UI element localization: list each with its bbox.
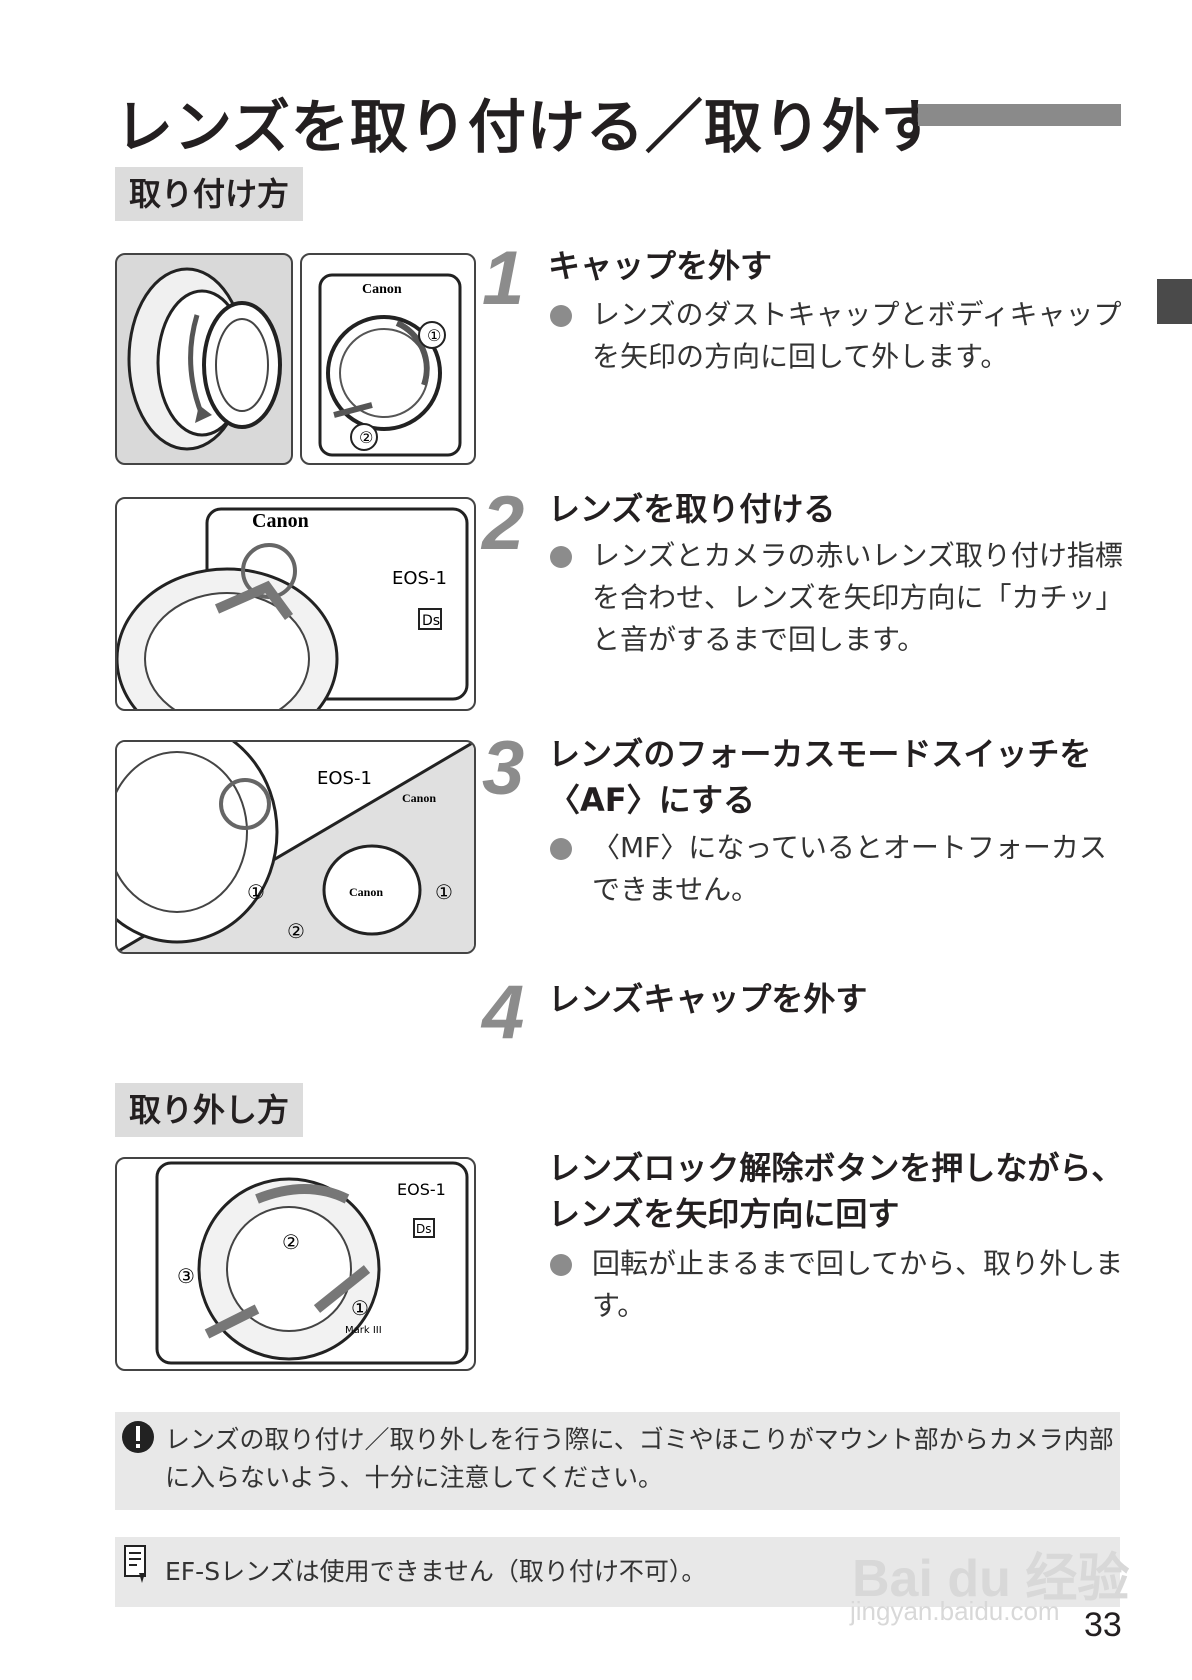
- step-1-heading: キャップを外す: [548, 247, 773, 285]
- mark-label: Mark III: [345, 1325, 382, 1336]
- brand-label: Canon: [252, 510, 309, 532]
- step-4-number: 4: [482, 970, 525, 1055]
- section-attach-label: 取り付け方: [115, 167, 304, 221]
- brand-label: Canon: [362, 282, 402, 297]
- section-detach-label: 取り外し方: [115, 1083, 304, 1137]
- model-label: EOS-1: [392, 568, 447, 589]
- callout-2: ②: [359, 428, 373, 447]
- brand-label: Canon: [402, 791, 436, 805]
- step-4-heading: レンズキャップを外す: [548, 980, 868, 1018]
- focus-mode-switch-illustration: EOS-1 Canon Canon ① ① ②: [115, 740, 476, 954]
- bullet-dot: [550, 546, 572, 568]
- baidu-watermark-url: jingyan.baidu.com: [850, 1596, 1060, 1626]
- caution-icon: [122, 1421, 154, 1453]
- model-label: EOS-1: [317, 768, 372, 789]
- memo-text: EF-Sレンズは使用できません（取り付け不可）。: [165, 1557, 707, 1586]
- title-decoration-bar: [918, 104, 1121, 126]
- step-3-bullet: 〈MF〉になっているとオートフォーカスできません。: [548, 827, 1130, 911]
- lens-mount-drawing: Canon EOS-1 Ds: [117, 507, 469, 709]
- callout-3: ③: [177, 1264, 195, 1288]
- callout-1: ①: [351, 1296, 369, 1320]
- detach-bullet: 回転が止まるまで回してから、取り外します。: [548, 1243, 1130, 1327]
- lens-cap-brand: Canon: [349, 885, 383, 899]
- lens-dust-cap-illustration: [115, 253, 293, 465]
- detach-heading: レンズロック解除ボタンを押しながら、レンズを矢印方向に回す: [548, 1149, 1124, 1233]
- memo-icon: [124, 1545, 146, 1583]
- baidu-watermark-logo: Bai du 经验: [852, 1550, 1130, 1608]
- lens-mount-illustration: Canon EOS-1 Ds: [115, 497, 476, 711]
- lens-cap-drawing: [127, 267, 282, 451]
- callout-1: ①: [427, 326, 441, 345]
- callout-1-right: ①: [435, 880, 453, 904]
- badge-label: Ds: [416, 1222, 432, 1236]
- lens-detach-drawing: EOS-1 Ds ② ① ③ Mark III: [155, 1161, 469, 1365]
- callout-2: ②: [282, 1230, 300, 1254]
- lens-detach-illustration: EOS-1 Ds ② ① ③ Mark III: [115, 1157, 476, 1371]
- callout-1: ①: [247, 880, 265, 904]
- caution-note: レンズの取り付け／取り外しを行う際に、ゴミやほこりがマウント部からカメラ内部に入…: [115, 1412, 1120, 1510]
- body-cap-illustration: Canon ① ②: [300, 253, 476, 465]
- bullet-dot: [550, 1254, 572, 1276]
- badge-label: Ds: [422, 613, 440, 629]
- step-2-heading: レンズを取り付ける: [548, 490, 836, 528]
- callout-2: ②: [287, 919, 305, 943]
- bullet-dot: [550, 305, 572, 327]
- step-1-number: 1: [482, 236, 525, 321]
- bullet-dot: [550, 838, 572, 860]
- caution-text: レンズの取り付け／取り外しを行う際に、ゴミやほこりがマウント部からカメラ内部に入…: [165, 1425, 1114, 1492]
- chapter-edge-tab: [1157, 279, 1192, 324]
- model-label: EOS-1: [397, 1180, 446, 1199]
- step-3-number: 3: [482, 726, 525, 811]
- page-number: 33: [1084, 1606, 1122, 1644]
- step-2-bullet: レンズとカメラの赤いレンズ取り付け指標を合わせ、レンズを矢印方向に「カチッ」と音…: [548, 535, 1130, 661]
- step-3-heading: レンズのフォーカスモードスイッチを〈AF〉にする: [548, 735, 1092, 819]
- focus-switch-drawing: EOS-1 Canon Canon ① ① ②: [117, 742, 474, 952]
- page-title: レンズを取り付ける／取り外す: [115, 93, 940, 161]
- step-2-number: 2: [482, 481, 525, 566]
- body-cap-drawing: Canon ① ②: [318, 273, 462, 457]
- step-1-bullet: レンズのダストキャップとボディキャップを矢印の方向に回して外します。: [548, 294, 1130, 378]
- memo-note: EF-Sレンズは使用できません（取り付け不可）。: [115, 1537, 1120, 1607]
